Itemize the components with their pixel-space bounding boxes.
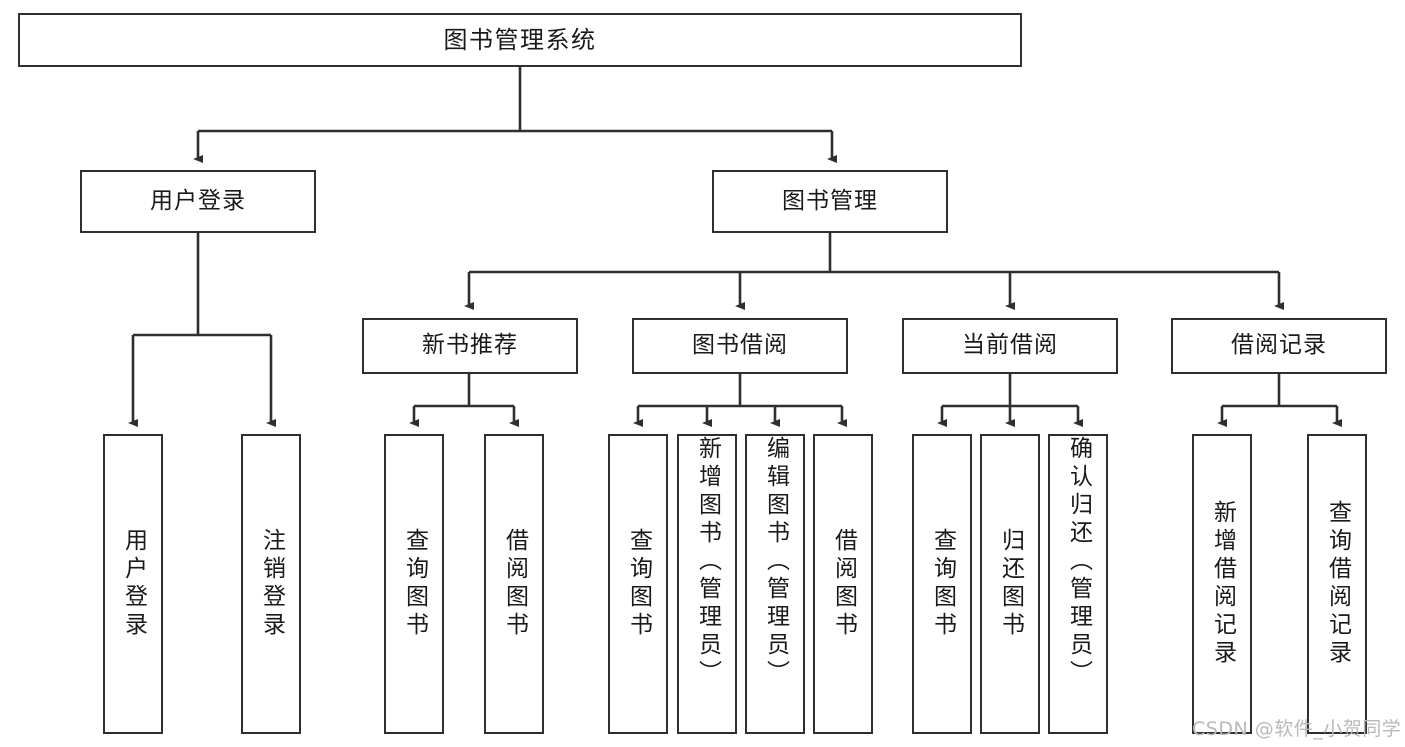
node-label: 新书推荐 <box>422 332 518 359</box>
node-label: 图书管理 <box>782 187 878 214</box>
node-root-system[interactable]: 图书管理系统 <box>18 13 1022 67</box>
node-label: 编辑图书（管理员） <box>762 436 789 688</box>
node-current-borrow[interactable]: 当前借阅 <box>902 318 1118 374</box>
leaf-user-login-logout[interactable]: 注销登录 <box>241 434 301 734</box>
node-book-management[interactable]: 图书管理 <box>712 170 948 233</box>
leaf-record-add-record[interactable]: 新增借阅记录 <box>1192 434 1252 734</box>
node-label: 新增借阅记录 <box>1209 500 1236 668</box>
node-label: 用户登录 <box>120 528 147 640</box>
leaf-borrow-add-book-admin[interactable]: 新增图书（管理员） <box>677 434 737 734</box>
node-label: 用户登录 <box>150 187 246 214</box>
leaf-recommend-query-book[interactable]: 查询图书 <box>384 434 444 734</box>
node-label: 查询借阅记录 <box>1324 500 1351 668</box>
leaf-borrow-borrow-book[interactable]: 借阅图书 <box>813 434 873 734</box>
node-label: 查询图书 <box>625 528 652 640</box>
node-label: 借阅记录 <box>1231 332 1327 359</box>
leaf-user-login-login[interactable]: 用户登录 <box>103 434 163 734</box>
leaf-borrow-edit-book-admin[interactable]: 编辑图书（管理员） <box>745 434 805 734</box>
leaf-borrow-query-book[interactable]: 查询图书 <box>608 434 668 734</box>
node-label: 查询图书 <box>929 528 956 640</box>
node-book-borrow[interactable]: 图书借阅 <box>632 318 848 374</box>
node-new-book-recommend[interactable]: 新书推荐 <box>362 318 578 374</box>
leaf-current-return-book[interactable]: 归还图书 <box>980 434 1040 734</box>
node-label: 图书管理系统 <box>443 25 597 54</box>
node-label: 当前借阅 <box>962 332 1058 359</box>
node-label: 借阅图书 <box>830 528 857 640</box>
node-user-login[interactable]: 用户登录 <box>80 170 316 233</box>
node-label: 注销登录 <box>258 528 285 640</box>
leaf-current-query-book[interactable]: 查询图书 <box>912 434 972 734</box>
node-label: 新增图书（管理员） <box>694 436 721 688</box>
node-label: 图书借阅 <box>692 332 788 359</box>
node-label: 确认归还（管理员） <box>1065 436 1092 688</box>
node-borrow-record[interactable]: 借阅记录 <box>1171 318 1387 374</box>
leaf-recommend-borrow-book[interactable]: 借阅图书 <box>484 434 544 734</box>
node-label: 查询图书 <box>401 528 428 640</box>
node-label: 归还图书 <box>997 528 1024 640</box>
leaf-current-confirm-return-admin[interactable]: 确认归还（管理员） <box>1048 434 1108 734</box>
node-label: 借阅图书 <box>501 528 528 640</box>
leaf-record-query-record[interactable]: 查询借阅记录 <box>1307 434 1367 734</box>
